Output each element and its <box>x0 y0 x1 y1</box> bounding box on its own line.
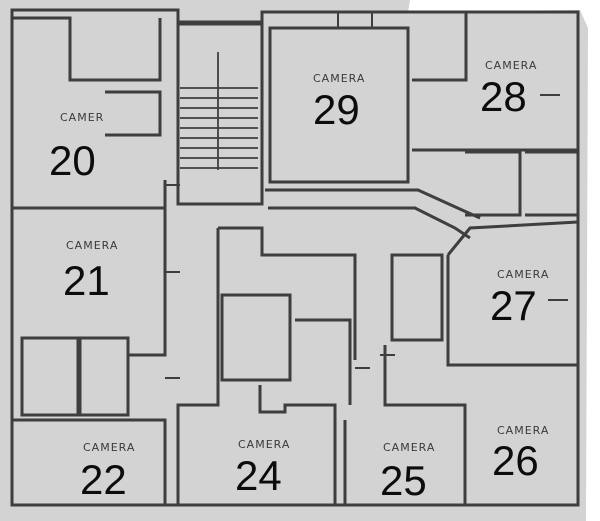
room-27-number: 27 <box>490 282 537 329</box>
room-24-walls <box>258 385 337 505</box>
room-25-walls <box>343 345 467 505</box>
room-21-bath-1 <box>20 336 80 417</box>
room-28-closet <box>412 10 468 82</box>
room-21-walls <box>128 208 167 357</box>
corridor-lower <box>268 206 471 240</box>
room-22-number: 22 <box>80 456 127 503</box>
room-25-label: CAMERA <box>383 441 436 454</box>
room-26-number: 26 <box>492 437 539 484</box>
room-20-number: 20 <box>49 137 96 184</box>
room-20-walls <box>12 16 162 82</box>
room-22-label: CAMERA <box>83 441 136 454</box>
room-24-number: 24 <box>235 452 282 499</box>
room-24-label: CAMERA <box>238 438 291 451</box>
room-29-number: 29 <box>313 86 360 133</box>
corridor-right-rooms <box>465 150 580 217</box>
room-22-walls <box>12 418 167 505</box>
room-21-number: 21 <box>63 257 110 304</box>
walls <box>10 8 580 507</box>
center-room-upper <box>218 226 357 360</box>
room-29-walls <box>268 26 410 184</box>
center-room-mid <box>220 293 292 382</box>
room-20-closet <box>105 90 162 137</box>
room-28-label: CAMERA <box>485 59 538 72</box>
room-21-bath-2 <box>78 336 130 417</box>
room-26-label: CAMERA <box>497 424 550 437</box>
room-28-number: 28 <box>480 73 527 120</box>
outer-wall <box>10 8 580 507</box>
room-27-closet <box>390 253 444 342</box>
room-27-walls <box>446 220 579 367</box>
room-20-label: CAMER <box>60 111 105 124</box>
room-27-label: CAMERA <box>497 268 550 281</box>
stair-core <box>176 22 264 206</box>
room-29-label: CAMERA <box>313 72 366 85</box>
room-21-label: CAMERA <box>66 239 119 252</box>
center-room-side <box>295 318 352 405</box>
door-marks <box>165 12 568 379</box>
center-left-wall <box>176 228 220 505</box>
room-25-number: 25 <box>380 457 427 504</box>
paper-corner-top-right <box>410 0 600 10</box>
stair-treads <box>180 52 258 170</box>
